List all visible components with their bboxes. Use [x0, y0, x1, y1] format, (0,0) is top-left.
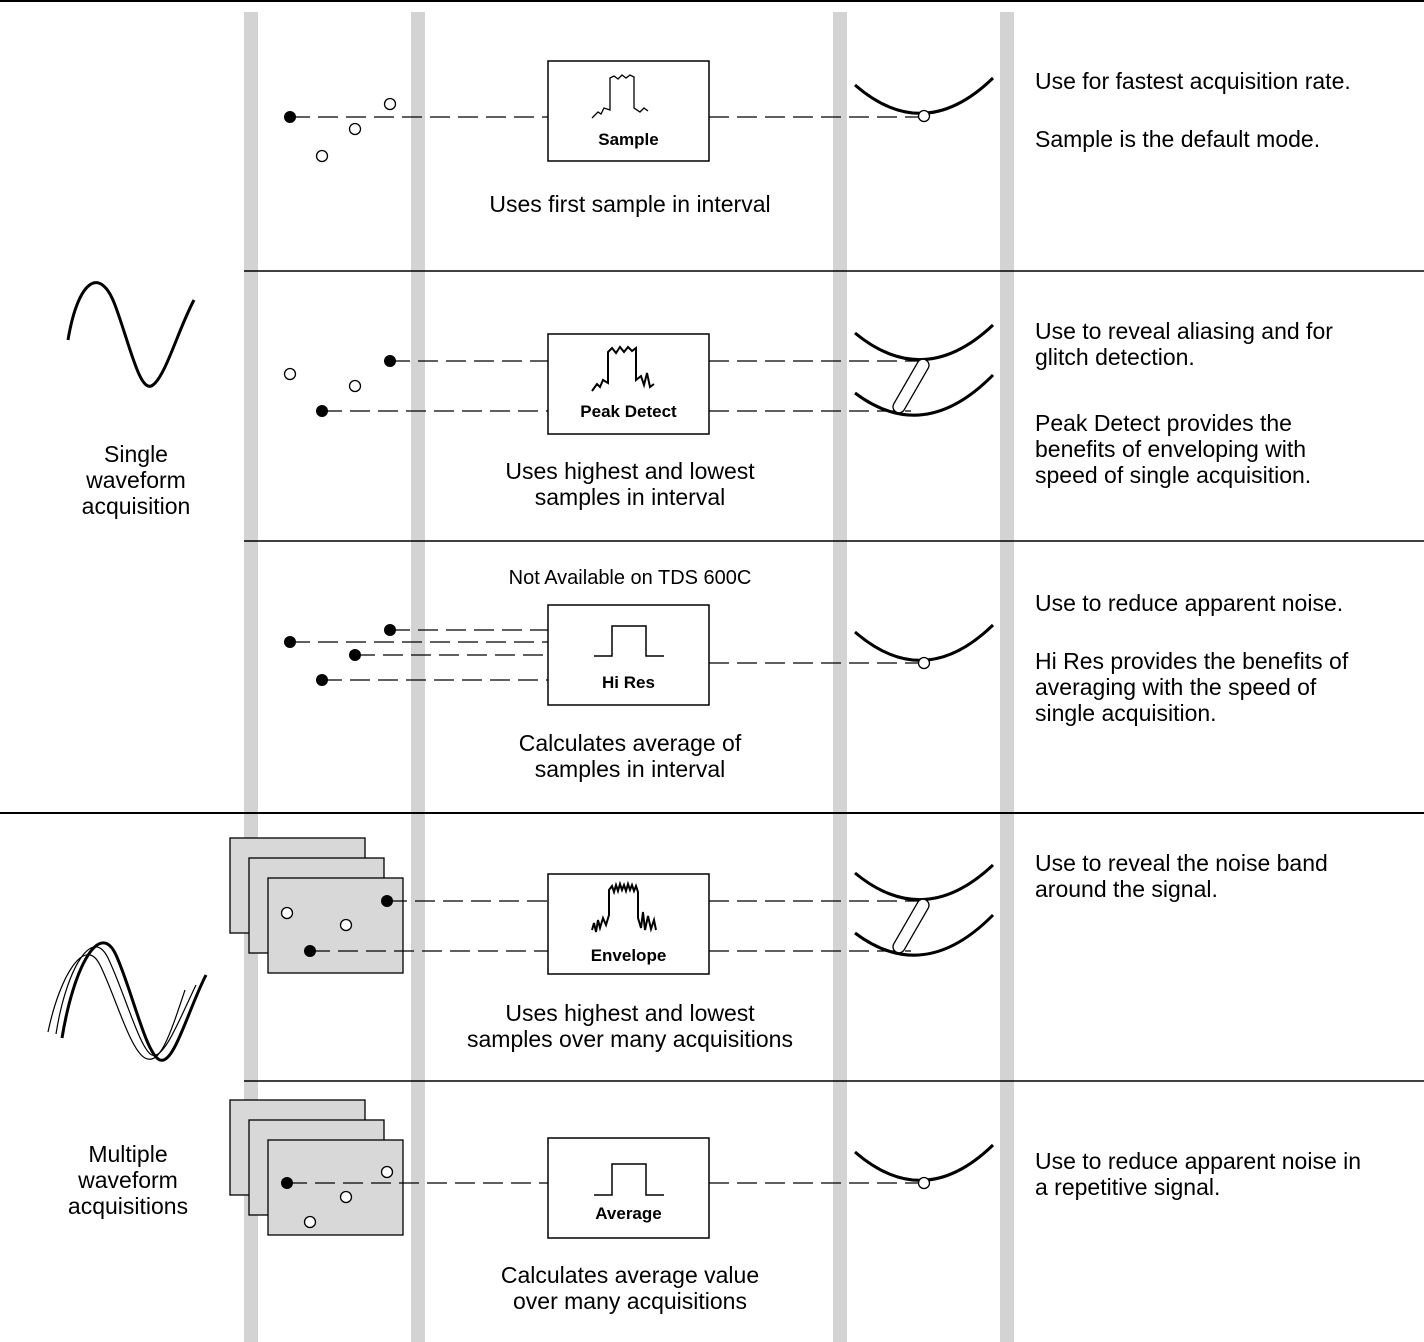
hi-res-caption: Calculates average of samples in interva…: [518, 730, 742, 782]
average-row-graphic: [229, 1099, 995, 1239]
multiple-acquisitions-label: Multiple waveform acquisitions: [67, 1141, 189, 1219]
hi-res-row-graphic: [284, 604, 995, 706]
envelope-caption: Uses highest and lowest samples over man…: [467, 1000, 793, 1052]
peak-detect-caption: Uses highest and lowest samples in inter…: [505, 458, 755, 510]
average-box-label: Average: [595, 1204, 662, 1223]
hi-res-description: Use to reduce apparent noise.: [1035, 590, 1344, 616]
envelope-row-graphic: [229, 837, 995, 975]
waveform-box-icon: [591, 345, 655, 392]
single-acquisition-label: Single waveform acquisition: [81, 441, 191, 519]
column-bars: [244, 12, 1014, 1342]
curve-icon: [854, 76, 995, 115]
waveform-box-icon: [594, 1163, 664, 1196]
waveform-box-icon: [591, 880, 657, 933]
sample-row-graphic: [284, 60, 995, 163]
average-description: Use to reduce apparent noise in a repeti…: [1035, 1148, 1362, 1200]
waveform-box-icon: [591, 74, 649, 119]
peak-detect-row-graphic: [283, 323, 995, 435]
overlaid-sine-waves-icon: [47, 941, 208, 1062]
hi-res-box-label: Hi Res: [602, 673, 655, 692]
average-caption: Calculates average value over many acqui…: [500, 1262, 760, 1314]
curve-icon: [854, 623, 995, 662]
peak-detect-description: Use to reveal aliasing and for glitch de…: [1035, 318, 1333, 370]
waveform-box-icon: [594, 625, 664, 657]
envelope-description: Use to reveal the noise band around the …: [1035, 850, 1328, 902]
envelope-box-label: Envelope: [590, 946, 667, 965]
hi-res-description-note: Hi Res provides the benefits of averagin…: [1035, 648, 1349, 726]
curve-icon: [854, 1143, 995, 1182]
sample-description: Use for fastest acquisition rate.: [1035, 68, 1351, 94]
sample-box-label: Sample: [598, 130, 659, 149]
hi-res-availability-note: Not Available on TDS 600C: [508, 567, 752, 589]
row-separators: [0, 0, 1424, 1082]
sample-caption: Uses first sample in interval: [489, 191, 771, 217]
peak-detect-box-label: Peak Detect: [580, 402, 677, 421]
peak-detect-description-note: Peak Detect provides the benefits of env…: [1035, 410, 1312, 488]
sine-wave-icon: [66, 281, 196, 388]
sample-description-note: Sample is the default mode.: [1035, 126, 1321, 152]
